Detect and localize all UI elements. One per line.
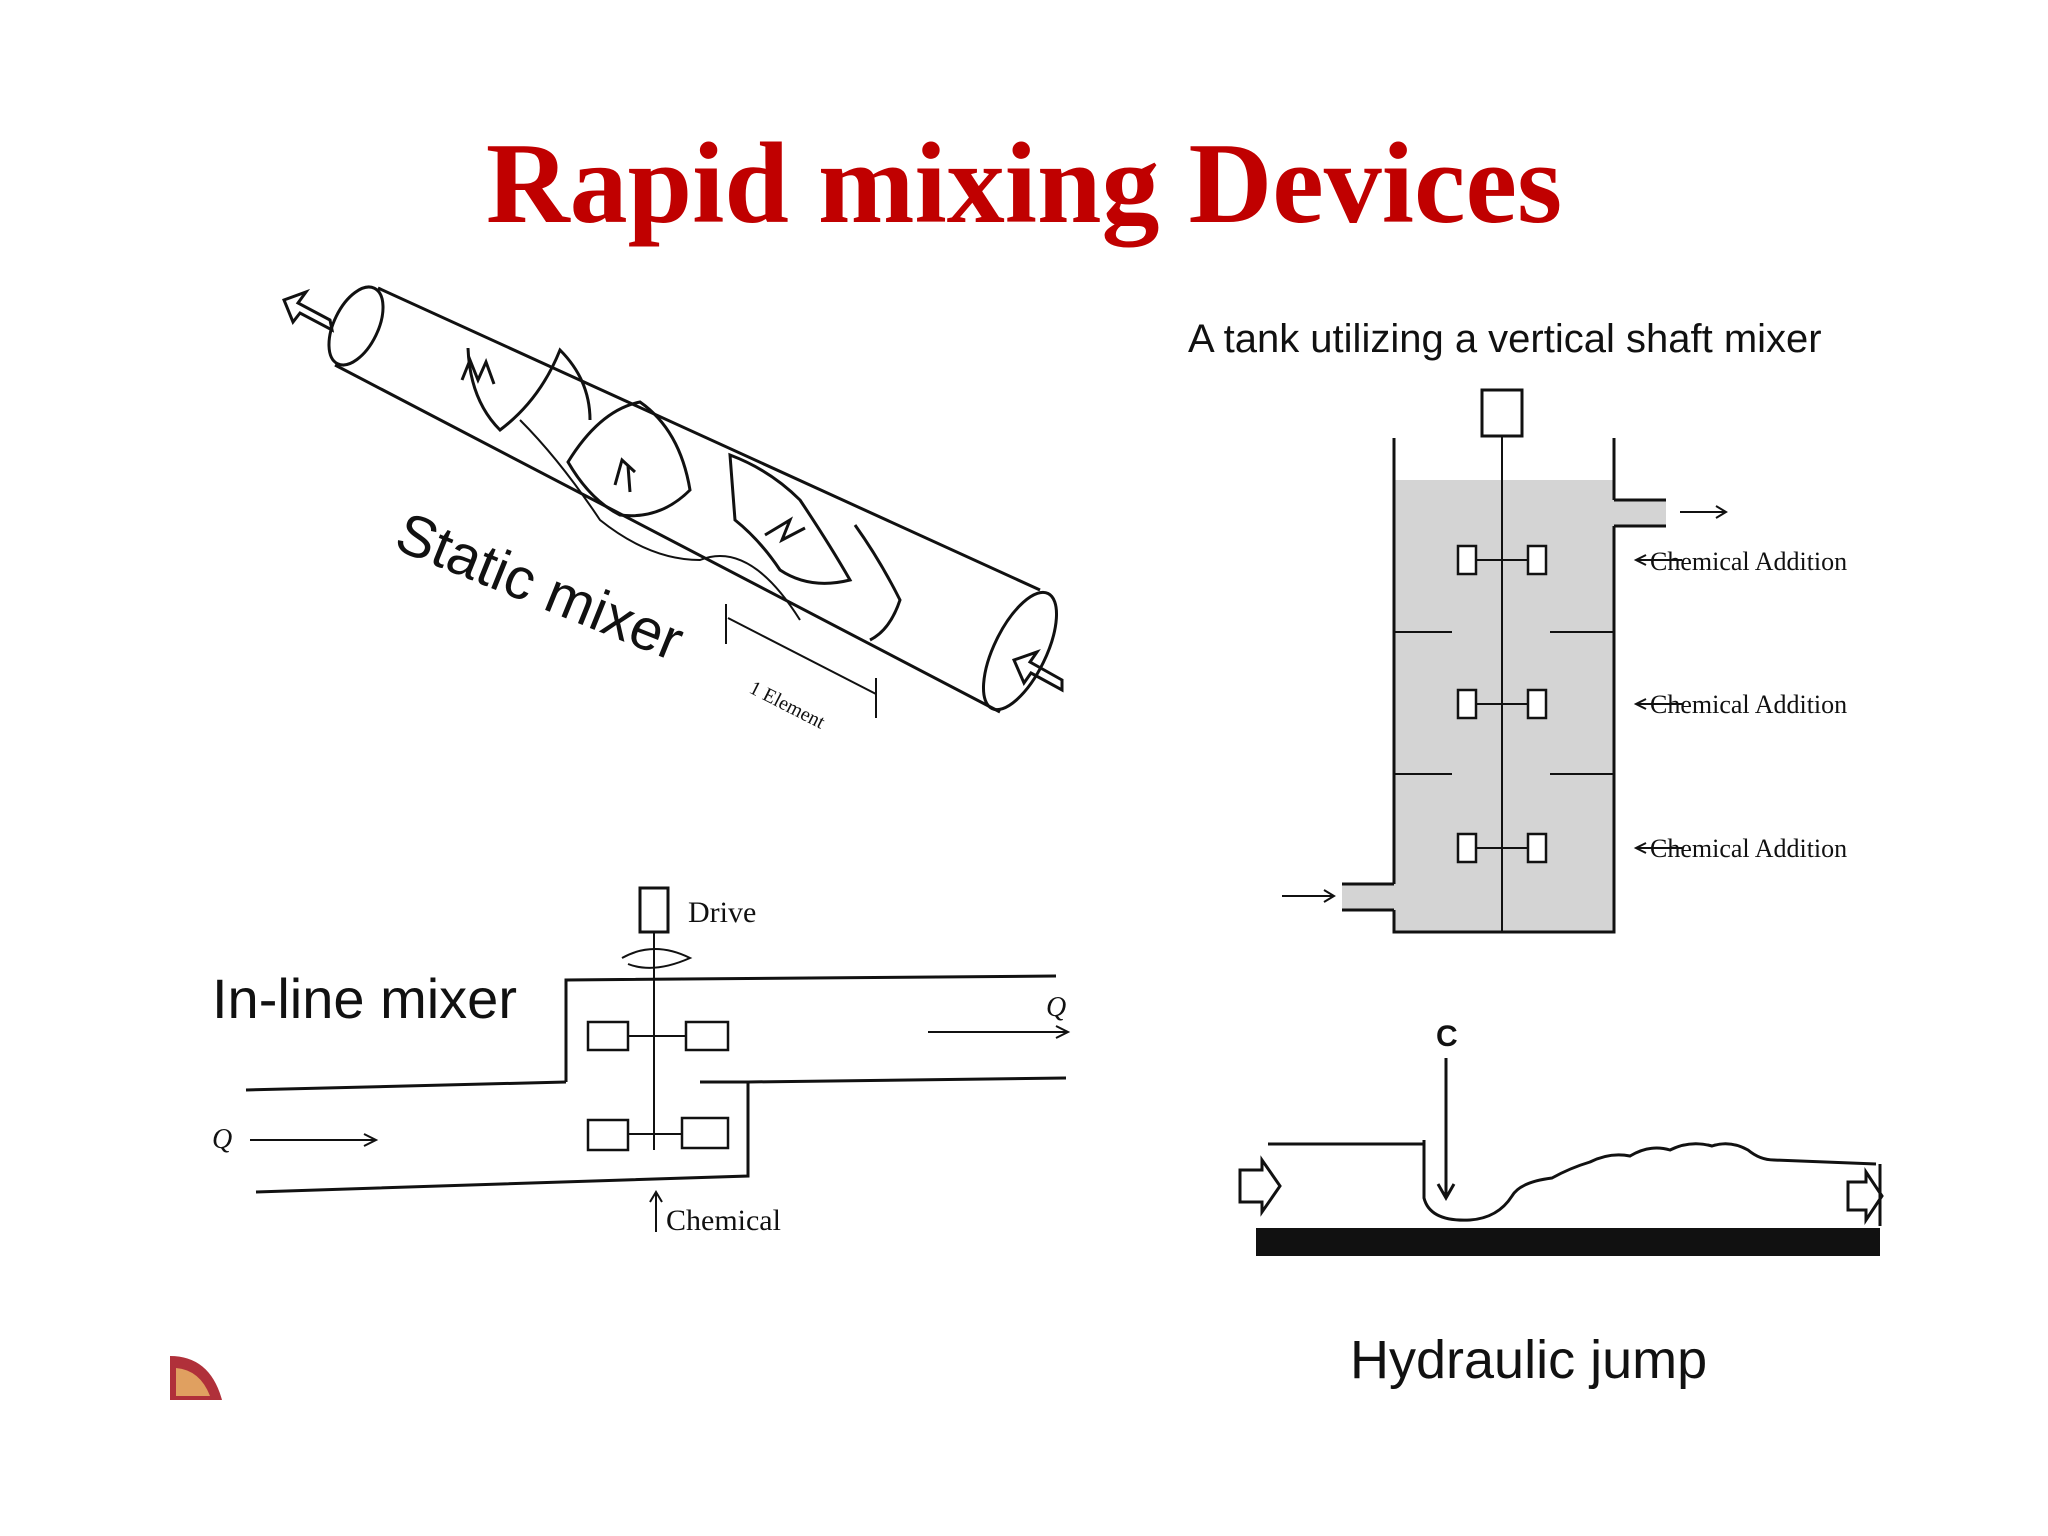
static-mixer-outlet-arrow (282, 288, 335, 333)
chemical-inlet-arrow (649, 1190, 663, 1232)
vertical-shaft-tank-diagram: A tank utilizing a vertical shaft mixer (1188, 317, 1847, 934)
flow-out-label: Q (1046, 992, 1066, 1023)
static-mixer-diagram: 1 Element Static mixer (282, 285, 1064, 734)
slide-title: Rapid mixing Devices (485, 120, 1563, 248)
jump-outlet-arrow (1846, 1167, 1884, 1225)
inline-mixer-label: In-line mixer (212, 967, 517, 1030)
flow-in-arrow (250, 1133, 379, 1147)
static-mixer-label: Static mixer (387, 500, 692, 674)
tank-inlet-pipe (1342, 882, 1394, 912)
element-dimension-ticks (725, 604, 877, 718)
mixer-element-1 (466, 347, 592, 432)
tank-outlet-pipe (1614, 498, 1666, 528)
chemical-c-arrow (1436, 1058, 1456, 1202)
tank-impeller-2 (1456, 688, 1548, 720)
tank-inlet-arrow (1282, 889, 1336, 903)
inline-impeller-upper (586, 1020, 730, 1052)
static-mixer-inlet-end (981, 590, 1059, 712)
chemical-arrow-3 (1633, 842, 1682, 854)
university-logo (170, 1356, 222, 1400)
tank-baffles (1394, 631, 1614, 775)
hydraulic-jump-label: Hydraulic jump (1350, 1330, 1707, 1390)
mixer-element-1-edge (460, 355, 496, 385)
mixer-element-4 (853, 524, 902, 642)
drive-box (638, 886, 670, 934)
tank-outlet-arrow (1680, 505, 1728, 519)
element-dimension-line (727, 617, 877, 695)
mixer-helix-curve (519, 419, 801, 621)
inline-impeller-lower (586, 1116, 730, 1152)
chemical-addition-label-2: Chemical Addition (1650, 690, 1847, 719)
channel-floor (1256, 1228, 1880, 1256)
chemical-addition-label-1: Chemical Addition (1650, 547, 1847, 576)
static-mixer-pipe-top-edge (377, 286, 1041, 592)
inline-mixer-diagram: In-line mixer Drive Q Q Chemical (212, 886, 1071, 1237)
mixing-chamber-lower (255, 1080, 750, 1194)
tank-impeller-3 (1456, 832, 1548, 864)
tank-caption: A tank utilizing a vertical shaft mixer (1188, 317, 1822, 361)
rotation-arrow-icon (621, 948, 693, 969)
static-mixer-inlet-arrow (1011, 649, 1064, 693)
upper-pipe-inner-right (747, 1076, 1067, 1084)
tank-motor-icon (1480, 388, 1524, 438)
tank-outlet-liquid (1614, 500, 1666, 526)
chemical-c-label: C (1436, 1020, 1458, 1053)
flow-out-arrow (928, 1025, 1071, 1039)
hydraulic-jump-diagram: C Hydraulic jump (1238, 1020, 1884, 1390)
tank-impeller-1 (1456, 544, 1548, 576)
static-mixer-outlet-end (327, 285, 385, 367)
tank-walls (1392, 438, 1616, 934)
water-surface-profile (1268, 1142, 1877, 1222)
static-mixer-pipe-bottom-edge (334, 363, 1001, 714)
chemical-label: Chemical (666, 1204, 781, 1237)
flow-in-label: Q (212, 1124, 232, 1155)
tank-inlet-liquid (1342, 884, 1394, 910)
mixer-element-3-arrow (764, 516, 806, 544)
chemical-arrow-1 (1633, 554, 1682, 566)
mixer-element-2-arrow (613, 457, 637, 493)
upper-pipe-outer (564, 974, 1057, 1082)
tank-liquid (1394, 480, 1614, 932)
lower-pipe-inner-left (245, 1080, 567, 1092)
jump-inlet-arrow (1238, 1155, 1282, 1217)
chemical-arrow-2 (1633, 698, 1682, 710)
mixer-element-3 (728, 452, 853, 585)
element-label: 1 Element (746, 677, 829, 734)
drive-label: Drive (688, 896, 756, 929)
mixer-element-2 (566, 400, 692, 518)
chemical-addition-label-3: Chemical Addition (1650, 834, 1847, 863)
